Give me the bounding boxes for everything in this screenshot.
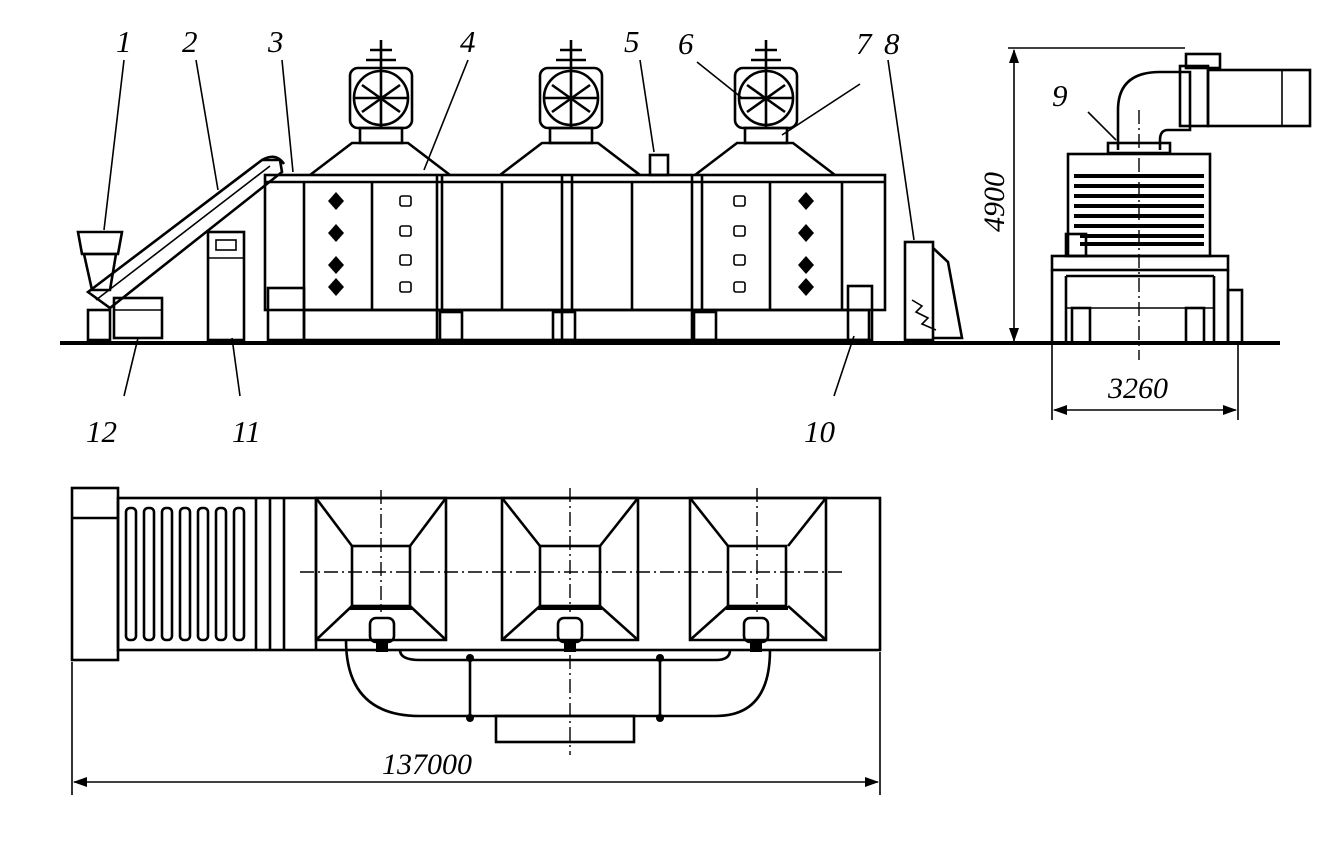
plan-fan-2 — [500, 488, 640, 652]
dimension-width: 3260 — [1107, 372, 1168, 405]
plan-view — [70, 486, 882, 795]
label-1: 1 — [116, 24, 132, 59]
fan-unit-2 — [499, 40, 641, 177]
label-11: 11 — [232, 414, 261, 449]
dimension-labels: 4900 3260 137000 — [382, 172, 1168, 781]
label-2: 2 — [182, 24, 198, 59]
fan-unit-1 — [309, 40, 451, 177]
plan-louvers — [124, 506, 246, 642]
part-labels: 1 2 3 4 5 6 7 8 9 10 11 12 — [86, 24, 1068, 449]
plan-fan-3 — [688, 488, 828, 652]
plan-fan-1 — [314, 490, 448, 652]
dimension-height: 4900 — [978, 172, 1011, 232]
label-12: 12 — [86, 414, 117, 449]
label-8: 8 — [884, 26, 900, 61]
side-elevation — [60, 40, 1280, 397]
control-cabinet — [206, 230, 246, 342]
label-4: 4 — [460, 24, 476, 59]
end-view — [1008, 47, 1312, 420]
manifold-pipe — [344, 639, 772, 755]
feed-unit — [112, 296, 164, 340]
discharge-unit — [903, 240, 964, 342]
label-6: 6 — [678, 26, 694, 61]
inclined-conveyor — [85, 155, 286, 310]
label-5: 5 — [624, 24, 640, 59]
label-9: 9 — [1052, 78, 1068, 113]
label-7: 7 — [856, 26, 873, 61]
label-10: 10 — [804, 414, 836, 449]
dimension-length: 137000 — [382, 748, 472, 781]
dryer-body — [263, 153, 887, 342]
leader-lines — [103, 59, 915, 397]
fan-unit-3 — [694, 40, 836, 177]
label-3: 3 — [267, 24, 284, 59]
